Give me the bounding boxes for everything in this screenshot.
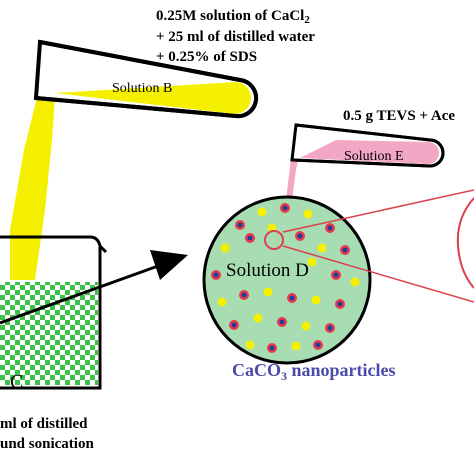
test-tube-e: Solution E [290,123,445,168]
surfactant-particle [301,321,311,331]
surfactant-particle [217,297,227,307]
surfactant-particle [291,341,301,351]
nanoparticle-core [297,233,303,239]
solution-b-stream [10,75,66,280]
surfactant-particle [245,340,255,350]
solution-b-recipe: 0.25M solution of CaCl2 + 25 ml of disti… [156,8,315,65]
surfactant-particle [350,277,360,287]
solution-e-label: Solution E [344,149,404,164]
surfactant-particle [303,209,313,219]
solution-e-stream [286,150,300,200]
caption-prefix: CaCO [232,360,281,380]
surfactant-particle [253,313,263,323]
nanoparticle-core [241,292,247,298]
nanoparticle-core [279,319,285,325]
surfactant-particle [311,295,321,305]
nanoparticle-core [231,322,237,328]
surfactant-particle [257,207,267,217]
nanoparticle-core [213,272,219,278]
solution-d-label: Solution D [226,260,309,281]
nanoparticle-core [327,225,333,231]
solution-e-recipe: 0.5 g TEVS + Ace [343,108,455,124]
nanoparticle-core [337,301,343,307]
nanoparticle-core [315,342,321,348]
beaker-c: C [0,235,108,393]
solution-b-recipe-line2: + 25 ml of distilled water [156,29,315,45]
bottom-text-line2: und sonication [0,436,94,452]
nanoparticle-core [237,222,243,228]
nanoparticle-group [211,203,360,353]
surfactant-particle [263,287,273,297]
zoom-indicator [264,189,474,303]
solution-b-recipe-line3: + 0.25% of SDS [156,49,257,65]
surfactant-particle [317,243,327,253]
bottom-text-line1: ml of distilled [0,416,88,432]
nanoparticle-core [289,295,295,301]
test-tube-b: Solution B [33,39,259,119]
nanoparticle-core [247,235,253,241]
surfactant-particle [220,243,230,253]
nanoparticle-core [282,205,288,211]
beaker-label: C [10,371,23,393]
nanoparticle-core [342,247,348,253]
solution-b-recipe-line1: 0.25M solution of CaCl [156,8,304,24]
solution-b-label: Solution B [112,81,172,96]
nanoparticle-core [269,345,275,351]
solution-b-recipe-sub: 2 [304,14,310,26]
process-arrow [0,250,188,325]
solution-d-circle: Solution D [202,195,372,365]
surfactant-particle [307,257,317,267]
caption-suffix: nanoparticles [287,360,396,380]
caption-sub: 3 [281,369,287,383]
caption-caco3-nanoparticles: CaCO3 nanoparticles [232,360,396,383]
nanoparticle-core [327,325,333,331]
nanoparticle-core [333,272,339,278]
svg-text:0.25M solution of CaCl2: 0.25M solution of CaCl2 [156,8,310,26]
